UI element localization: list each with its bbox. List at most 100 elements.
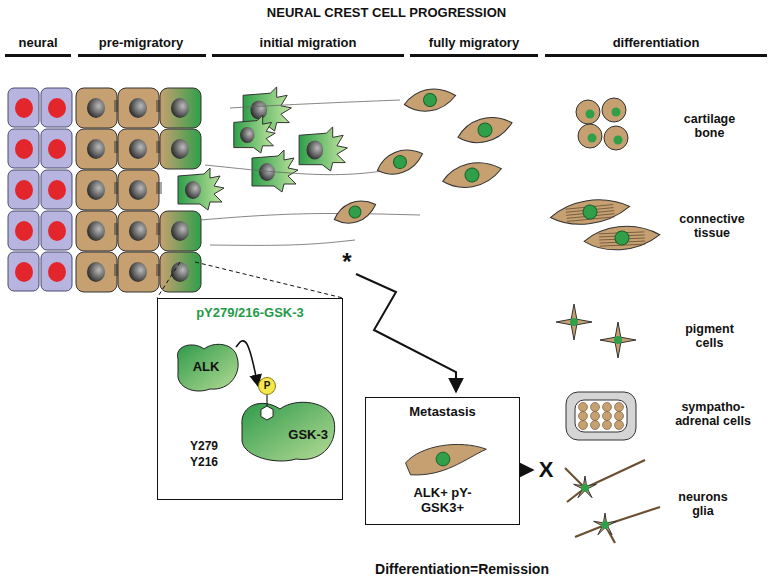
green-nucleus — [614, 230, 629, 245]
junction-mark — [157, 141, 158, 153]
fate-label: neurons glia — [672, 490, 734, 519]
migratory-cell — [331, 195, 379, 229]
chromaffin-cell — [579, 412, 588, 421]
premigratory-cell — [160, 252, 201, 292]
migrating-cell — [234, 115, 275, 153]
dark-nucleus — [87, 262, 105, 282]
stage-header: differentiation — [556, 36, 756, 51]
stage-header: pre-migratory — [76, 36, 206, 51]
green-nucleus — [586, 110, 595, 119]
neural-cell — [41, 252, 72, 291]
junction-mark — [117, 182, 118, 194]
green-nucleus — [612, 108, 621, 117]
dark-nucleus — [250, 101, 267, 120]
junction-mark — [159, 223, 160, 235]
residue-label: Y279 — [190, 440, 230, 454]
cell-body — [549, 195, 631, 229]
pigment-cell — [600, 322, 636, 358]
junction-mark — [117, 141, 118, 153]
red-nucleus — [15, 221, 33, 241]
node-body: ALK+ pY-GSK3+ — [403, 485, 483, 516]
adrenal-capsule — [566, 392, 636, 440]
cartilage-cell — [578, 124, 602, 148]
dark-nucleus — [129, 262, 147, 282]
header-bar — [78, 54, 206, 57]
migratory-cell — [440, 157, 504, 192]
junction-mark — [157, 182, 158, 194]
pigment-cell — [556, 304, 592, 340]
dark-nucleus — [171, 221, 189, 241]
green-nucleus — [581, 484, 589, 492]
premigratory-cell — [118, 129, 159, 169]
cartilage-cell — [604, 126, 628, 150]
green-nucleus — [614, 136, 623, 145]
dark-nucleus — [129, 180, 147, 200]
premigratory-cell — [76, 170, 117, 210]
premigratory-cell — [160, 88, 201, 128]
connective-cell — [549, 195, 631, 229]
cartilage-cell — [576, 100, 600, 124]
migrating-cell — [252, 150, 298, 192]
chromaffin-cell — [615, 421, 624, 430]
dark-nucleus — [171, 262, 189, 282]
chromaffin-cell — [579, 421, 588, 430]
junction-mark — [115, 182, 116, 194]
node-heading: GSK-3 — [288, 427, 328, 443]
fate-label: pigment cells — [672, 322, 747, 351]
migrating-cell — [178, 168, 224, 210]
diagram-title: NEURAL CREST CELL PROGRESSION — [0, 6, 773, 21]
premigratory-cell — [76, 88, 117, 128]
cell-thread — [205, 165, 390, 175]
node-heading: ALK — [193, 359, 220, 375]
junction-mark — [161, 182, 162, 194]
junction-mark — [159, 100, 160, 112]
junction-mark — [115, 141, 116, 153]
junction-mark — [157, 264, 158, 276]
cell-body — [331, 195, 379, 229]
dark-nucleus — [129, 139, 147, 159]
dark-nucleus — [87, 139, 105, 159]
red-nucleus — [15, 262, 33, 282]
cell-body — [455, 112, 515, 149]
node-heading: P — [264, 380, 271, 392]
red-nucleus — [15, 98, 33, 118]
junction-mark — [115, 100, 116, 112]
protein-blob: ALK — [170, 339, 242, 395]
protein-blob: GSK-3 — [236, 395, 338, 465]
dark-nucleus — [87, 98, 105, 118]
alk-blob — [177, 344, 238, 391]
green-nucleus — [601, 521, 609, 529]
adrenal-core — [575, 400, 627, 432]
red-nucleus — [15, 139, 33, 159]
cell-thread — [210, 240, 355, 245]
junction-mark — [117, 100, 118, 112]
phenyl-ring — [261, 406, 273, 420]
neural-cell — [8, 129, 39, 168]
dark-nucleus — [185, 181, 201, 199]
junction-mark — [159, 141, 160, 153]
bond-line — [266, 395, 267, 406]
green-nucleus — [422, 92, 437, 107]
chromaffin-cell — [579, 403, 588, 412]
remission-note: Differentiation=Remission — [332, 561, 592, 577]
junction-mark — [115, 264, 116, 276]
inset-box: pY279/216-GSK-3ALKPGSK-3 — [157, 298, 343, 500]
junction-mark — [159, 182, 160, 194]
cartilage-cell — [602, 98, 626, 122]
header-bar — [5, 54, 71, 57]
junction-mark — [117, 223, 118, 235]
stage-header: initial migration — [213, 36, 403, 51]
node-heading: Metastasis — [409, 404, 475, 420]
gsk-blob — [242, 402, 335, 461]
stage-header: neural — [2, 36, 74, 51]
green-nucleus — [436, 452, 450, 466]
chromaffin-cell — [591, 412, 600, 421]
dark-nucleus — [306, 141, 323, 160]
dark-nucleus — [171, 98, 189, 118]
green-nucleus — [476, 121, 493, 138]
dark-nucleus — [171, 139, 189, 159]
premigratory-cell — [76, 252, 117, 292]
dark-nucleus — [129, 221, 147, 241]
neuron-cell — [594, 513, 617, 535]
migratory-cell — [403, 85, 458, 115]
